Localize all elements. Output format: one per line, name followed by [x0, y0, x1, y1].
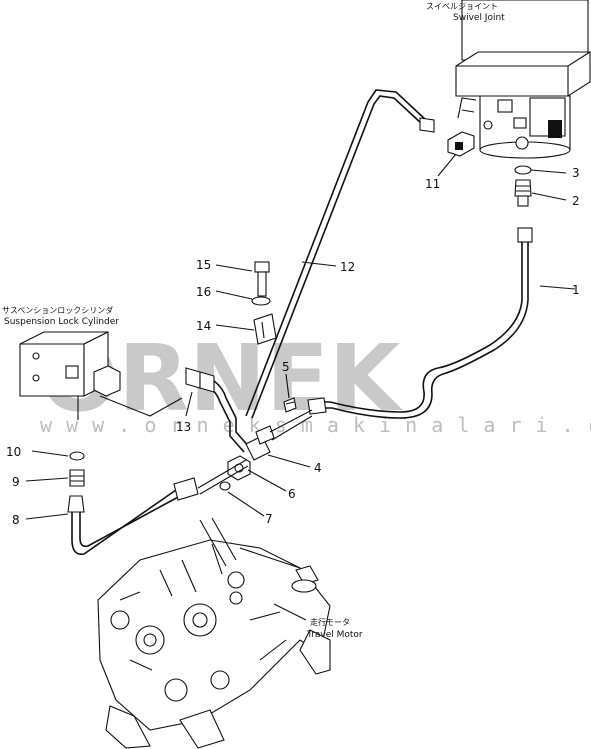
swivel-joint-jp: スイベルジョイント: [426, 2, 498, 11]
travel-motor-label: Travel Motor: [306, 630, 363, 640]
callout-14: 14: [196, 319, 211, 333]
callout-13: 13: [176, 420, 191, 434]
callout-4: 4: [314, 461, 322, 475]
part-13-tube: [185, 367, 251, 453]
part-3-oring: [514, 165, 532, 175]
callout-9: 9: [12, 475, 20, 489]
swivel-joint-label: Swivel Joint: [453, 13, 505, 23]
travel-motor: [97, 517, 331, 749]
watermark-url: w w w . o r n e k s m a k i n a l a r i …: [40, 413, 591, 437]
callout-8: 8: [12, 513, 20, 527]
part-16-washer: [251, 296, 271, 306]
part-2-fitting: [514, 179, 532, 207]
part-4-tee: [245, 409, 313, 461]
part-5-plug: [283, 397, 297, 413]
callout-12: 12: [340, 260, 355, 274]
callout-1: 1: [572, 283, 580, 297]
callout-11: 11: [425, 177, 440, 191]
part-10-oring: [69, 451, 85, 461]
callout-16: 16: [196, 285, 211, 299]
part-1-hose: [307, 227, 533, 419]
part-14-clamp: [253, 313, 277, 345]
part-9-fitting: [69, 469, 85, 487]
callout-7: 7: [265, 512, 273, 526]
part-12-tube: [245, 89, 435, 419]
callout-15: 15: [196, 258, 211, 272]
callout-10: 10: [6, 445, 21, 459]
travel-motor-jp: 走行モータ: [310, 617, 350, 627]
callout-2: 2: [572, 194, 580, 208]
suspension-lock-cylinder: [19, 331, 183, 420]
suspension-cylinder-jp: サスペンションロックシリンダ: [2, 305, 113, 315]
part-11-connector: [447, 131, 475, 157]
part-7-oring: [219, 481, 231, 491]
callout-3: 3: [572, 166, 580, 180]
callout-6: 6: [288, 487, 296, 501]
part-15-bolt: [254, 261, 270, 297]
part-8-hose: [67, 459, 249, 556]
suspension-cylinder-label: Suspension Lock Cylinder: [4, 317, 119, 327]
swivel-joint: [455, 0, 591, 159]
callout-5: 5: [282, 360, 290, 374]
leader-lines: [25, 153, 576, 621]
